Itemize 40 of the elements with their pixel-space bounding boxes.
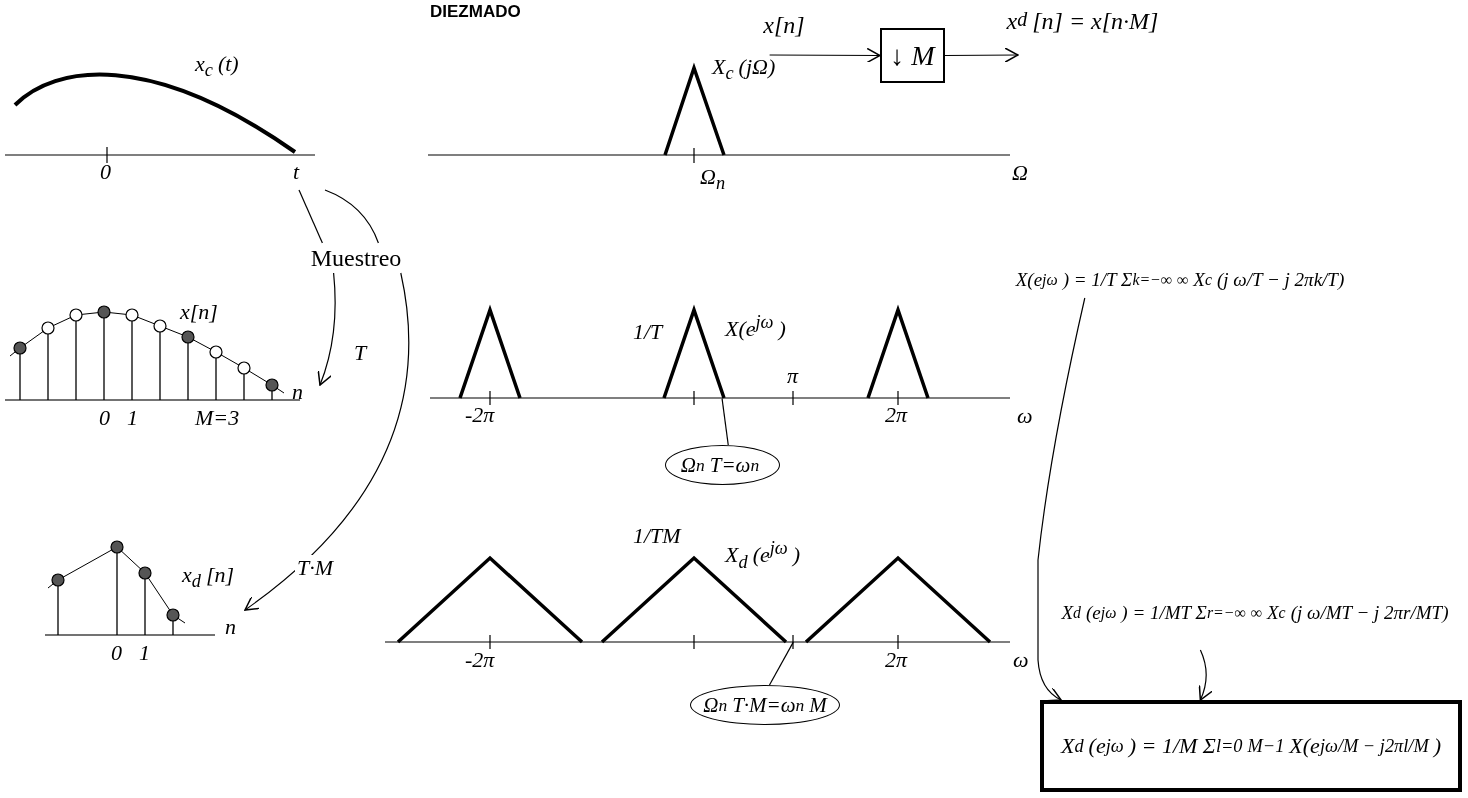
tick-label: 0: [111, 641, 122, 666]
curve-label: 1/TM: [633, 524, 681, 549]
curve-label: X$_{c}$(jΩ): [712, 55, 776, 84]
tick-label: -2π: [465, 648, 495, 673]
axis-label: ω: [1017, 404, 1033, 429]
curve-label: x[n]: [180, 300, 218, 325]
arrow: [944, 47, 1019, 63]
tick-label: M=3: [195, 406, 240, 431]
tick-label: -2π: [465, 403, 495, 428]
curve-label: 1/T: [633, 320, 663, 345]
axis-label: n: [292, 380, 303, 405]
tick-label: π: [787, 364, 799, 389]
axis-label: n: [225, 615, 236, 640]
tick-label: 0: [99, 406, 110, 431]
tick-label: 0: [100, 160, 111, 185]
process-label: Muestreo: [300, 243, 412, 273]
curve-label: X(e$^{jω}$): [725, 312, 786, 342]
connector-line: [298, 189, 323, 244]
curve-label: x$_{c}$(t): [195, 52, 239, 81]
curve-label: X$_{d}$(e$^{jω}$): [725, 538, 801, 572]
downsampler-box: ↓ M: [880, 28, 945, 83]
axis-label: ω: [1013, 648, 1029, 673]
arrow: [1037, 297, 1086, 701]
tick-label: 2π: [885, 403, 908, 428]
tick-label: Ω$_{n}$: [700, 165, 727, 194]
arrow: [317, 272, 336, 386]
tick-label: 1: [139, 641, 150, 666]
connector-line: [768, 641, 794, 686]
axis-label: Ω: [1012, 161, 1028, 186]
tick-label: 1: [127, 406, 138, 431]
arrow: [244, 272, 410, 611]
tick-label: 2π: [885, 648, 908, 673]
curve-label: x$_{d}$[n]: [182, 563, 235, 592]
axis-label: t: [293, 160, 300, 185]
connector-line: [324, 189, 379, 244]
connector-line: [721, 397, 729, 446]
title: DIEZMADO: [430, 2, 521, 22]
arrow: [1198, 649, 1213, 701]
signal-label: x[n]: [760, 12, 808, 55]
arrow: [769, 47, 881, 64]
